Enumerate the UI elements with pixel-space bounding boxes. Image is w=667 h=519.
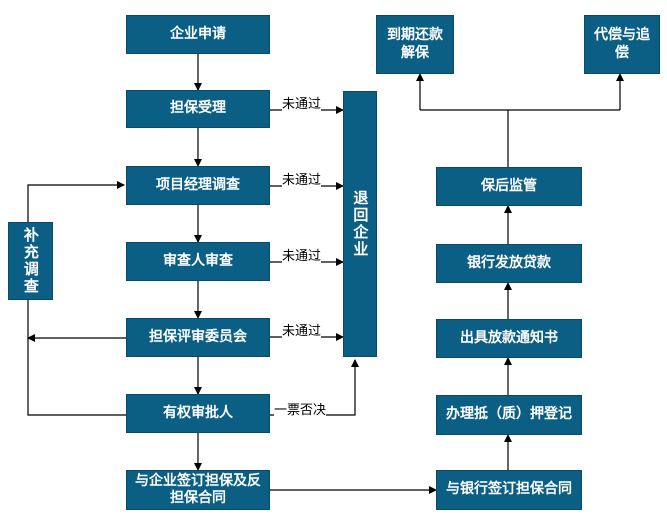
box-supplement: 补充调查 xyxy=(8,222,53,300)
box-sign-company: 与企业签订担保及反担保合同 xyxy=(126,470,270,510)
box-compensation: 代偿与追偿 xyxy=(584,15,660,74)
box-committee: 担保评审委员会 xyxy=(126,318,270,357)
box-return-company: 退回企业 xyxy=(343,91,377,357)
box-reviewer: 审查人审查 xyxy=(126,242,270,281)
box-pledge-register: 办理抵（质）押登记 xyxy=(436,395,582,435)
box-sign-company-label: 与企业签订担保及反担保合同 xyxy=(135,472,261,507)
box-approver: 有权审批人 xyxy=(126,394,270,433)
box-pledge-register-label: 办理抵（质）押登记 xyxy=(446,406,572,423)
box-reviewer-label: 审查人审查 xyxy=(163,252,233,269)
box-apply-label: 企业申请 xyxy=(170,25,226,42)
box-post-monitor-label: 保后监管 xyxy=(481,177,537,194)
line-approver-to-left xyxy=(27,300,126,416)
box-loan-notice-label: 出具放款通知书 xyxy=(460,329,558,346)
box-loan-notice: 出具放款通知书 xyxy=(436,319,582,358)
box-sign-bank-label: 与银行签订担保合同 xyxy=(446,481,572,498)
label-reviewer-not-passed: 未通过 xyxy=(282,245,322,264)
box-return-company-label: 退回企业 xyxy=(351,190,370,258)
box-release: 到期还款解保 xyxy=(376,15,454,74)
box-sign-bank: 与银行签订担保合同 xyxy=(436,470,582,510)
box-compensation-label: 代偿与追偿 xyxy=(594,27,650,61)
box-release-label: 到期还款解保 xyxy=(387,27,443,61)
box-pm-investigation: 项目经理调查 xyxy=(126,166,270,205)
box-pm-investigation-label: 项目经理调查 xyxy=(156,176,240,193)
label-accept-not-passed: 未通过 xyxy=(282,93,322,112)
box-supplement-label: 补充调查 xyxy=(21,227,40,295)
box-approver-label: 有权审批人 xyxy=(163,404,233,421)
box-bank-loan-label: 银行发放贷款 xyxy=(467,254,551,271)
box-apply: 企业申请 xyxy=(126,15,270,54)
box-accept-label: 担保受理 xyxy=(170,100,226,117)
label-committee-not-passed: 未通过 xyxy=(282,320,322,339)
arrow-supplement-to-pm xyxy=(27,181,125,222)
box-committee-label: 担保评审委员会 xyxy=(149,328,247,345)
label-approver-veto: 一票否决 xyxy=(274,399,327,418)
box-accept: 担保受理 xyxy=(126,90,270,128)
label-pm-not-passed: 未通过 xyxy=(282,169,322,188)
box-post-monitor: 保后监管 xyxy=(436,167,582,206)
box-bank-loan: 银行发放贷款 xyxy=(436,244,582,283)
